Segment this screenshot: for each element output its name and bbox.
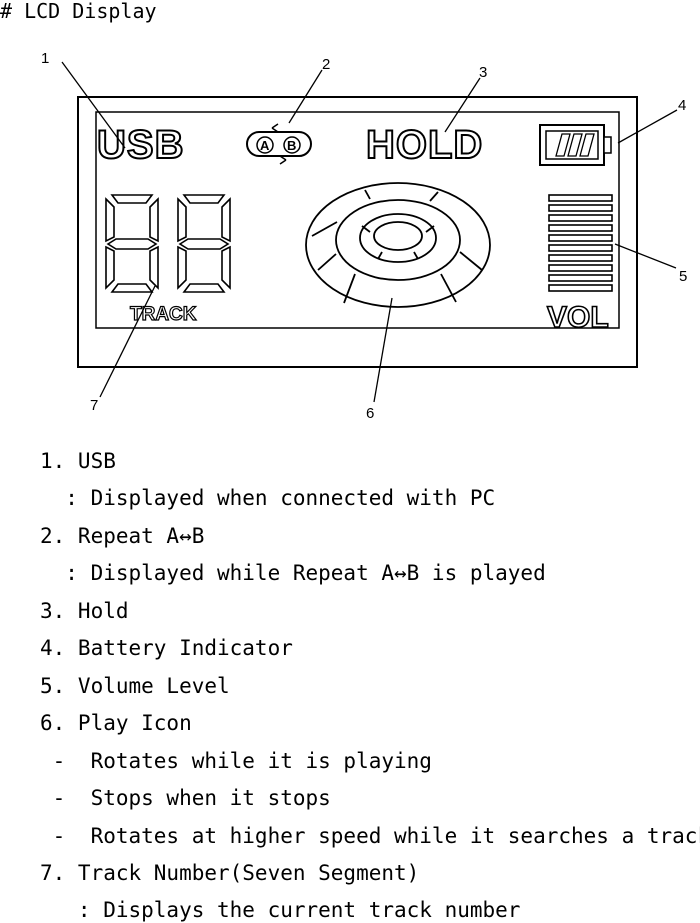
lcd-vol-label: VOL (547, 301, 609, 334)
lcd-usb-label: USB (97, 123, 184, 167)
legend-desc-play-rotates: - Rotates while it is playing (40, 749, 432, 773)
play-icon (305, 182, 491, 308)
callout-number-7: 7 (90, 397, 98, 414)
legend-item-usb: 1. USB (40, 449, 116, 473)
page-title: # LCD Display (0, 0, 157, 23)
legend-item-battery: 4. Battery Indicator (40, 636, 293, 660)
legend-desc-play-stops: - Stops when it stops (40, 786, 331, 810)
callout-number-1: 1 (41, 50, 49, 67)
callout-number-3: 3 (479, 64, 487, 81)
lcd-hold-label: HOLD (366, 123, 483, 167)
callout-number-4: 4 (678, 97, 686, 114)
callout-number-2: 2 (322, 56, 330, 73)
legend-item-play-icon: 6. Play Icon (40, 711, 192, 735)
volume-level-bars (548, 194, 613, 292)
lcd-display-diagram: USB A B HOLD (41, 50, 687, 422)
lcd-outer-frame (77, 96, 638, 368)
seven-segment-digit-2 (177, 194, 231, 293)
seven-segment-digits (105, 194, 231, 293)
legend-item-repeat: 2. Repeat A↔B (40, 524, 205, 548)
callout-leader-lines (61, 61, 678, 403)
legend-item-hold: 3. Hold (40, 599, 129, 623)
legend-desc-usb: : Displayed when connected with PC (40, 486, 496, 510)
repeat-a-letter: A (260, 138, 270, 153)
callout-number-6: 6 (366, 405, 374, 422)
legend-item-volume: 5. Volume Level (40, 674, 230, 698)
legend-desc-play-search: - Rotates at higher speed while it searc… (40, 824, 700, 848)
legend-desc-repeat: : Displayed while Repeat A↔B is played (40, 561, 546, 585)
battery-icon (539, 124, 612, 166)
lcd-inner-frame (95, 111, 620, 329)
legend-desc-track: : Displays the current track number (40, 898, 521, 922)
legend-item-track: 7. Track Number(Seven Segment) (40, 861, 420, 885)
callout-number-5: 5 (679, 268, 687, 285)
repeat-b-letter: B (287, 138, 296, 153)
seven-segment-digit-1 (105, 194, 159, 293)
repeat-ab-icon: A B (246, 123, 312, 165)
lcd-track-label: TRACK (130, 304, 197, 325)
